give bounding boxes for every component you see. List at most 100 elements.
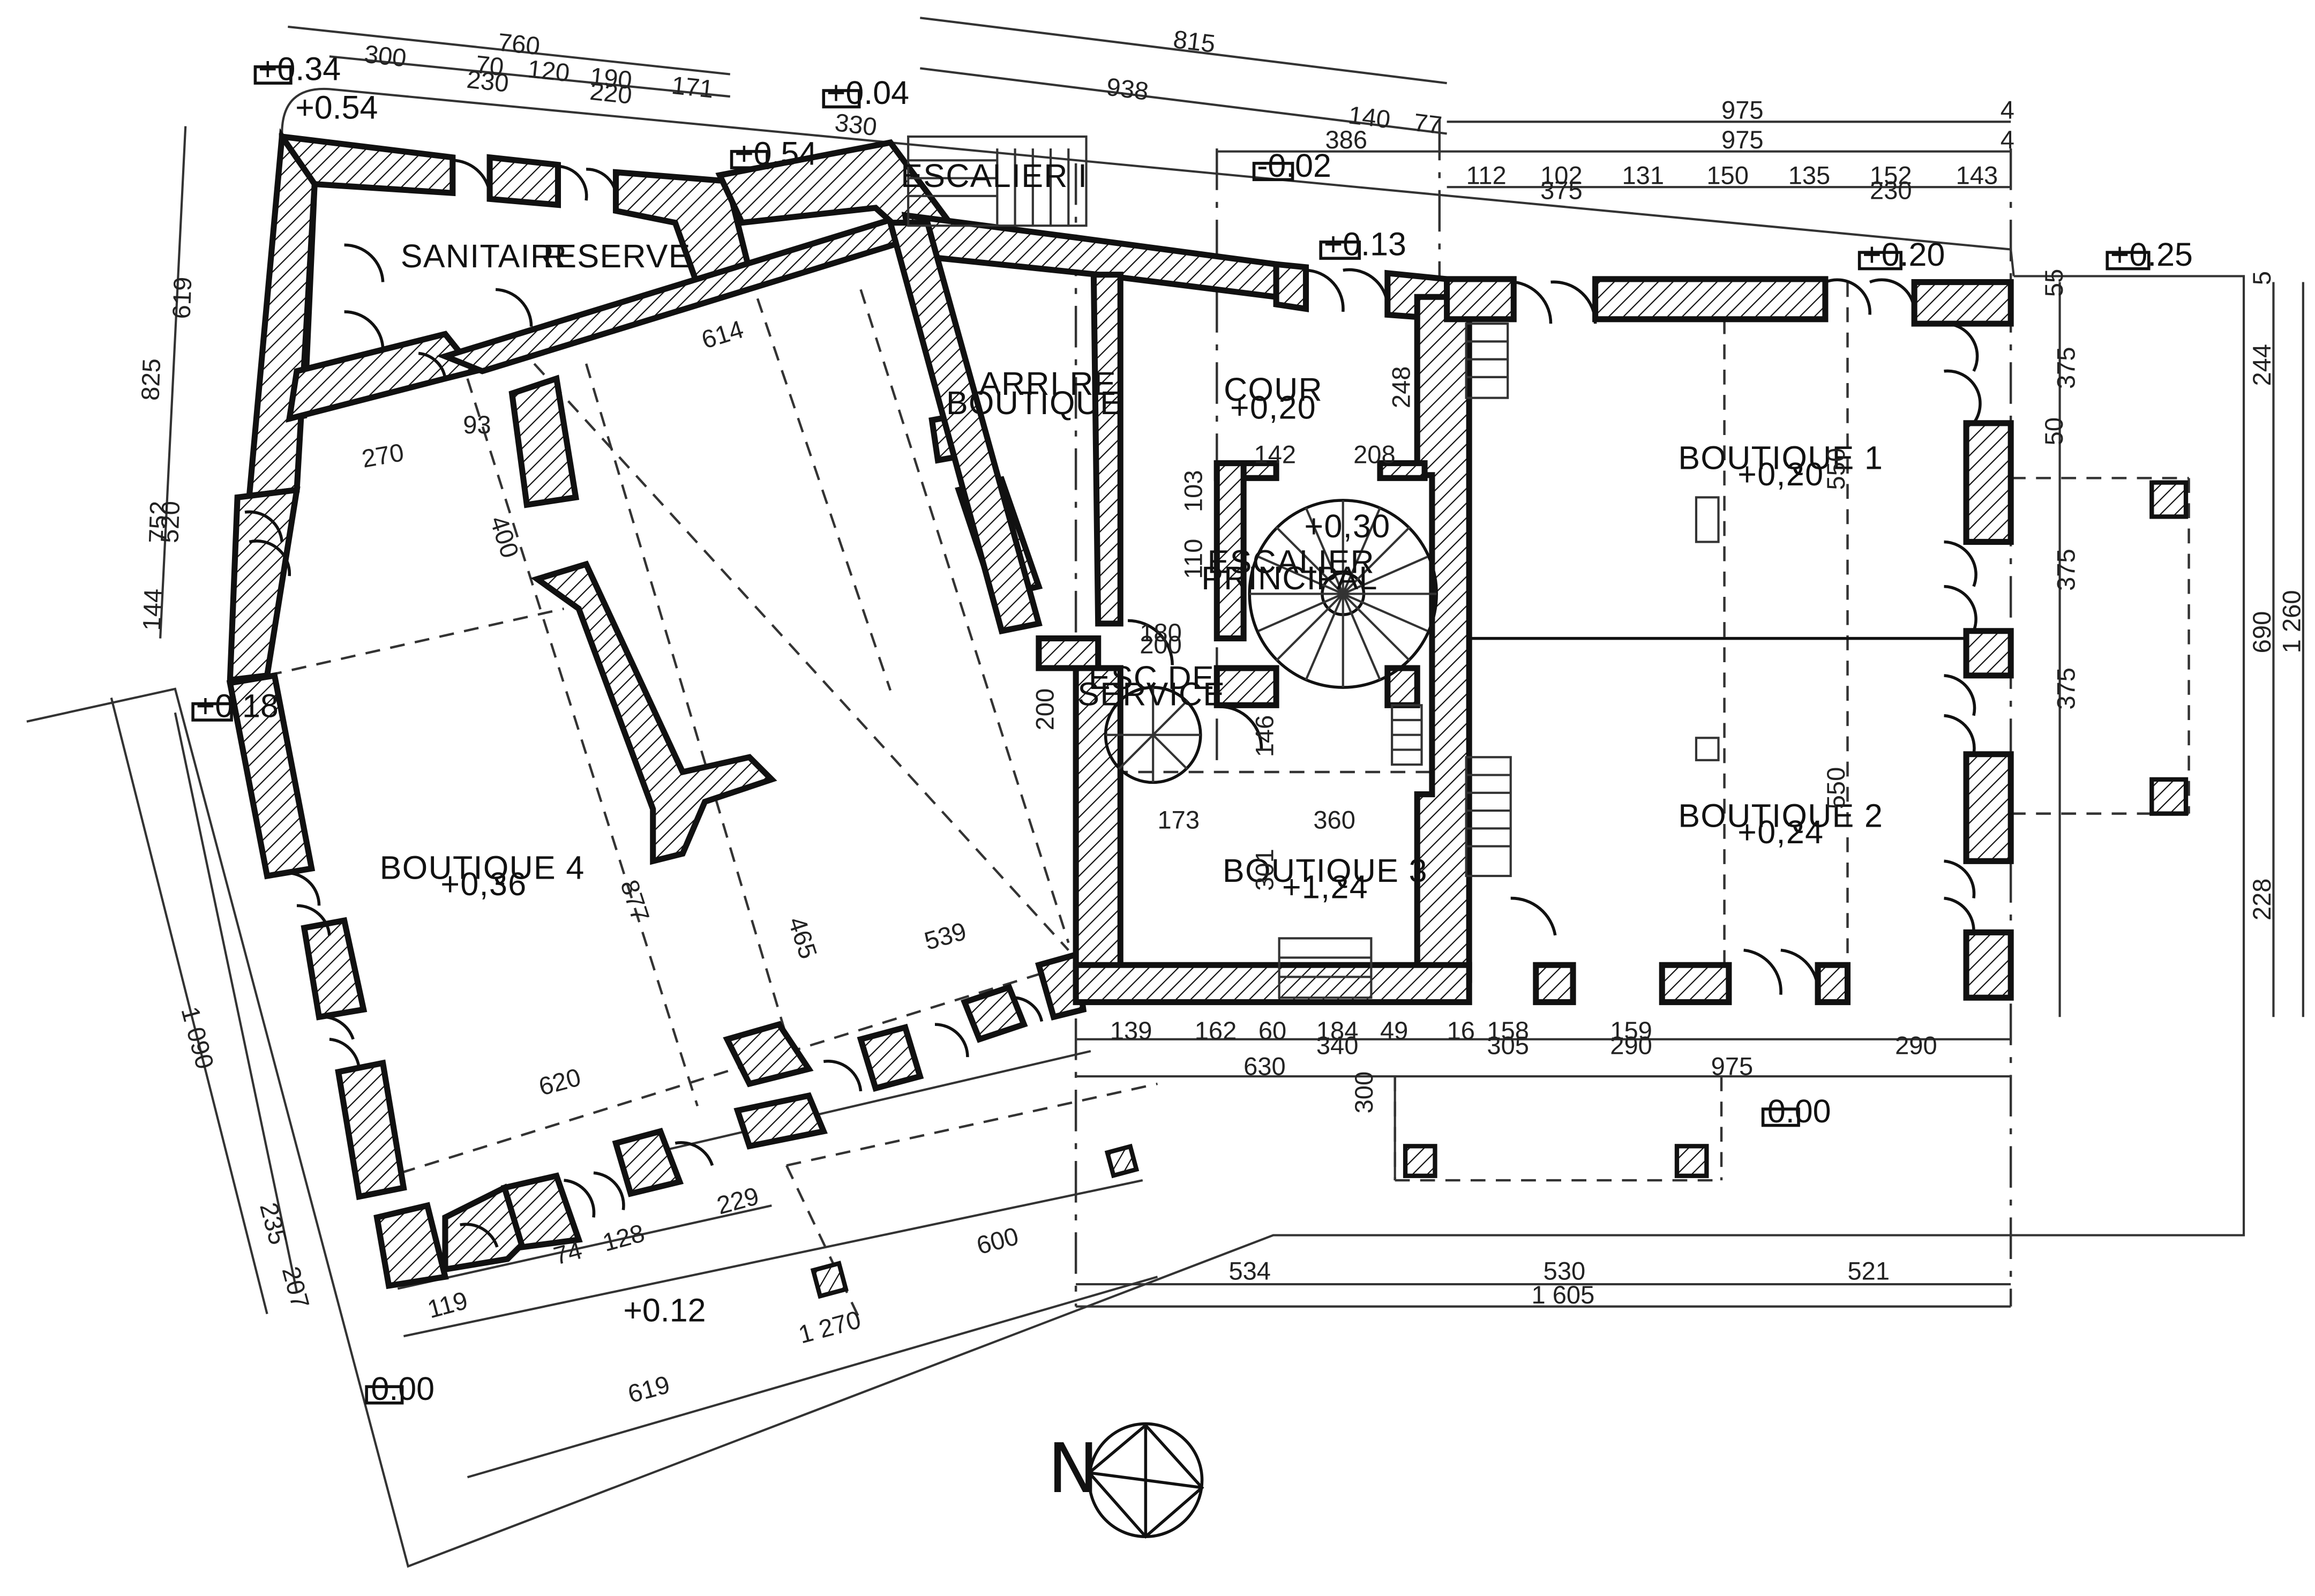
level-tag-004: +0.04	[827, 74, 909, 111]
dim-b-534: 534	[1228, 1257, 1271, 1285]
dim-550-a: 550	[1822, 448, 1850, 490]
dimension-lines	[110, 17, 2304, 1479]
pillars	[810, 480, 2189, 1299]
dim-877: 877	[615, 876, 655, 925]
room-cour-label: COUR	[1224, 371, 1323, 408]
dim-b-139: 139	[1110, 1016, 1152, 1045]
room-esc-service-label-1: ESC DE	[1089, 660, 1215, 696]
dim-360: 360	[1313, 805, 1355, 834]
level-tag-012: +0.12	[623, 1292, 706, 1328]
dim-200-a: 200	[1140, 630, 1182, 658]
dim-b-305: 305	[1487, 1031, 1529, 1060]
dim-220: 220	[589, 77, 634, 109]
dim-b-530: 530	[1544, 1257, 1586, 1285]
dim-70: 70	[474, 50, 505, 81]
level-tag-020: +0.20	[1862, 236, 1945, 273]
dim-b-162: 162	[1195, 1016, 1237, 1045]
dim-690: 690	[2247, 611, 2276, 654]
dim-b-184: 184	[1316, 1016, 1359, 1045]
level-tag-054-b: +0.54	[735, 136, 817, 172]
dim-b-521: 521	[1847, 1257, 1890, 1285]
dim-173: 173	[1157, 805, 1200, 834]
room-escalier-principal-label-1: ESCALIER	[1208, 544, 1375, 580]
dim-244: 244	[2247, 344, 2276, 386]
room-boutique-3-level: +1,24	[1282, 869, 1368, 905]
dim-143: 143	[1956, 161, 1998, 190]
dim-right-375-a: 375	[2051, 347, 2080, 389]
dim-b-158: 158	[1487, 1016, 1529, 1045]
room-arriere-boutique-label-2: BOUTIQUE	[946, 385, 1122, 421]
dim-152: 152	[1870, 161, 1912, 190]
walls-right	[1444, 276, 2014, 1006]
dim-b-60: 60	[1258, 1016, 1286, 1045]
dim-619: 619	[167, 276, 197, 319]
dim-301: 301	[1250, 849, 1279, 891]
dim-140: 140	[1347, 100, 1392, 133]
dim-right-375-c: 375	[2051, 668, 2080, 710]
dim-b-128: 128	[600, 1218, 648, 1257]
level-tag-018: +0.18	[196, 687, 279, 724]
dim-b-600: 600	[973, 1222, 1022, 1260]
room-cour-level: +0,20	[1230, 389, 1316, 425]
dim-4-b: 4	[2001, 125, 2014, 154]
dim-300: 300	[363, 40, 408, 72]
dim-b-975: 975	[1711, 1052, 1754, 1080]
room-boutique-3-label: BOUTIQUE 3	[1223, 852, 1428, 889]
dim-b-1090: 1 090	[176, 1003, 220, 1072]
room-boutique-4-label: BOUTIQUE 4	[380, 850, 585, 886]
room-sanitaires-label: SANITAIRES	[401, 238, 600, 274]
room-boutique-4-level: +0,36	[440, 866, 527, 902]
room-arriere-boutique-label-1: ARRI RE	[979, 365, 1117, 402]
dim-b-1605: 1 605	[1532, 1280, 1595, 1309]
dim-171: 171	[670, 71, 715, 103]
room-labels: SANITAIRES R SERVE ESCALIER I ARRI RE BO…	[380, 158, 1883, 905]
level-tag-034: +0.34	[258, 51, 341, 87]
dim-180: 180	[1140, 618, 1182, 647]
room-reserve-label: R SERVE	[543, 238, 691, 274]
room-boutique-2-level: +0,24	[1737, 814, 1824, 850]
dim-752: 752	[143, 500, 173, 543]
room-boutique-1-label: BOUTIQUE 1	[1678, 440, 1883, 476]
dim-815: 815	[1172, 25, 1217, 58]
dim-190: 190	[589, 62, 634, 94]
dim-b-290-b: 290	[1895, 1031, 1937, 1060]
dim-right-5-top: 5	[2247, 271, 2276, 285]
dim-103: 103	[1179, 470, 1208, 512]
level-tag-025: +0.25	[2110, 236, 2193, 273]
dim-b-300: 300	[1350, 1072, 1378, 1114]
dim-620: 620	[536, 1062, 584, 1101]
dim-230-row: 230	[1870, 176, 1912, 204]
dim-520: 520	[155, 500, 185, 543]
dim-825: 825	[136, 358, 166, 401]
dim-b-340: 340	[1316, 1031, 1359, 1060]
walls-left-wing	[226, 128, 1087, 1290]
dim-b-119: 119	[424, 1286, 470, 1324]
dim-330: 330	[833, 108, 878, 141]
dim-150: 150	[1706, 161, 1749, 190]
dim-208: 208	[1353, 440, 1396, 469]
dim-b-207: 207	[277, 1263, 316, 1312]
doors	[244, 159, 1982, 1248]
dim-614: 614	[698, 314, 747, 354]
dim-110: 110	[1179, 539, 1208, 579]
dim-539: 539	[921, 917, 969, 956]
dim-135: 135	[1788, 161, 1831, 190]
dim-465: 465	[783, 913, 823, 962]
north-label: N	[1048, 1429, 1099, 1509]
level-tag-000-left: 0.00	[371, 1370, 434, 1407]
dim-228: 228	[2247, 879, 2276, 921]
level-tags: +0.34 +0.54 +0.54 +0.04 -0.02 +0.13 +0.2…	[191, 51, 2193, 1407]
dim-1260: 1 260	[2277, 590, 2305, 653]
stairs	[907, 135, 1512, 999]
level-tag-000-right: 0.00	[1767, 1093, 1831, 1129]
dim-975-top-a: 975	[1721, 96, 1764, 124]
dim-102: 102	[1540, 161, 1583, 190]
north-arrow: N	[1048, 1422, 1204, 1539]
level-tag-013: +0.13	[1324, 226, 1406, 263]
dim-375: 375	[1540, 176, 1583, 204]
dim-b-630: 630	[1243, 1052, 1286, 1080]
dim-b-16: 16	[1447, 1016, 1475, 1045]
dim-142: 142	[1254, 440, 1297, 469]
